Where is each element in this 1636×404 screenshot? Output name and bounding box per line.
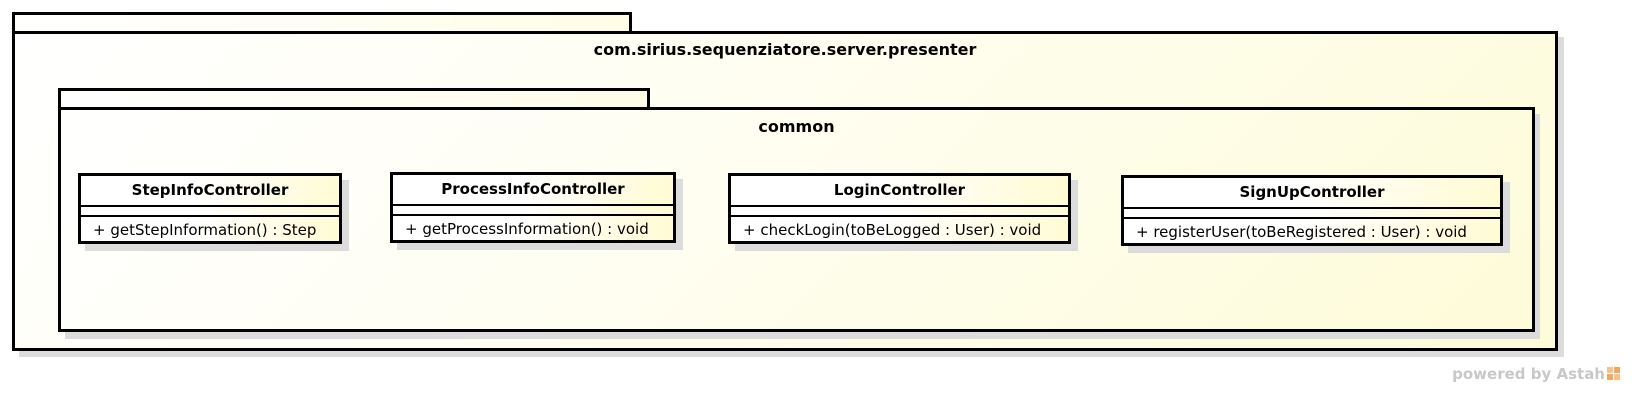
class-name: LoginController: [731, 176, 1068, 207]
watermark-text: powered by Astah: [1452, 365, 1605, 383]
class-sign-up-controller[interactable]: SignUpController + registerUser(toBeRegi…: [1121, 175, 1503, 246]
class-operation: + checkLogin(toBeLogged : User) : void: [743, 221, 1042, 239]
class-operation: + getProcessInformation() : void: [405, 220, 649, 238]
class-name: SignUpController: [1124, 178, 1500, 209]
class-attributes-compartment: [731, 207, 1068, 217]
class-process-info-controller[interactable]: ProcessInfoController + getProcessInform…: [390, 172, 676, 243]
class-name: StepInfoController: [81, 176, 339, 207]
outer-package-name: com.sirius.sequenziatore.server.presente…: [593, 40, 977, 59]
class-name: ProcessInfoController: [393, 175, 673, 206]
class-step-info-controller[interactable]: StepInfoController + getStepInformation(…: [78, 173, 342, 244]
inner-package-name: common: [758, 117, 835, 136]
powered-by-watermark: powered by Astah: [1452, 365, 1620, 383]
class-login-controller[interactable]: LoginController + checkLogin(toBeLogged …: [728, 173, 1071, 244]
astah-logo-icon: [1607, 366, 1620, 380]
class-attributes-compartment: [1124, 209, 1500, 219]
class-operation: + getStepInformation() : Step: [93, 221, 317, 239]
class-attributes-compartment: [81, 207, 339, 217]
class-attributes-compartment: [393, 206, 673, 216]
class-operation: + registerUser(toBeRegistered : User) : …: [1136, 223, 1467, 241]
